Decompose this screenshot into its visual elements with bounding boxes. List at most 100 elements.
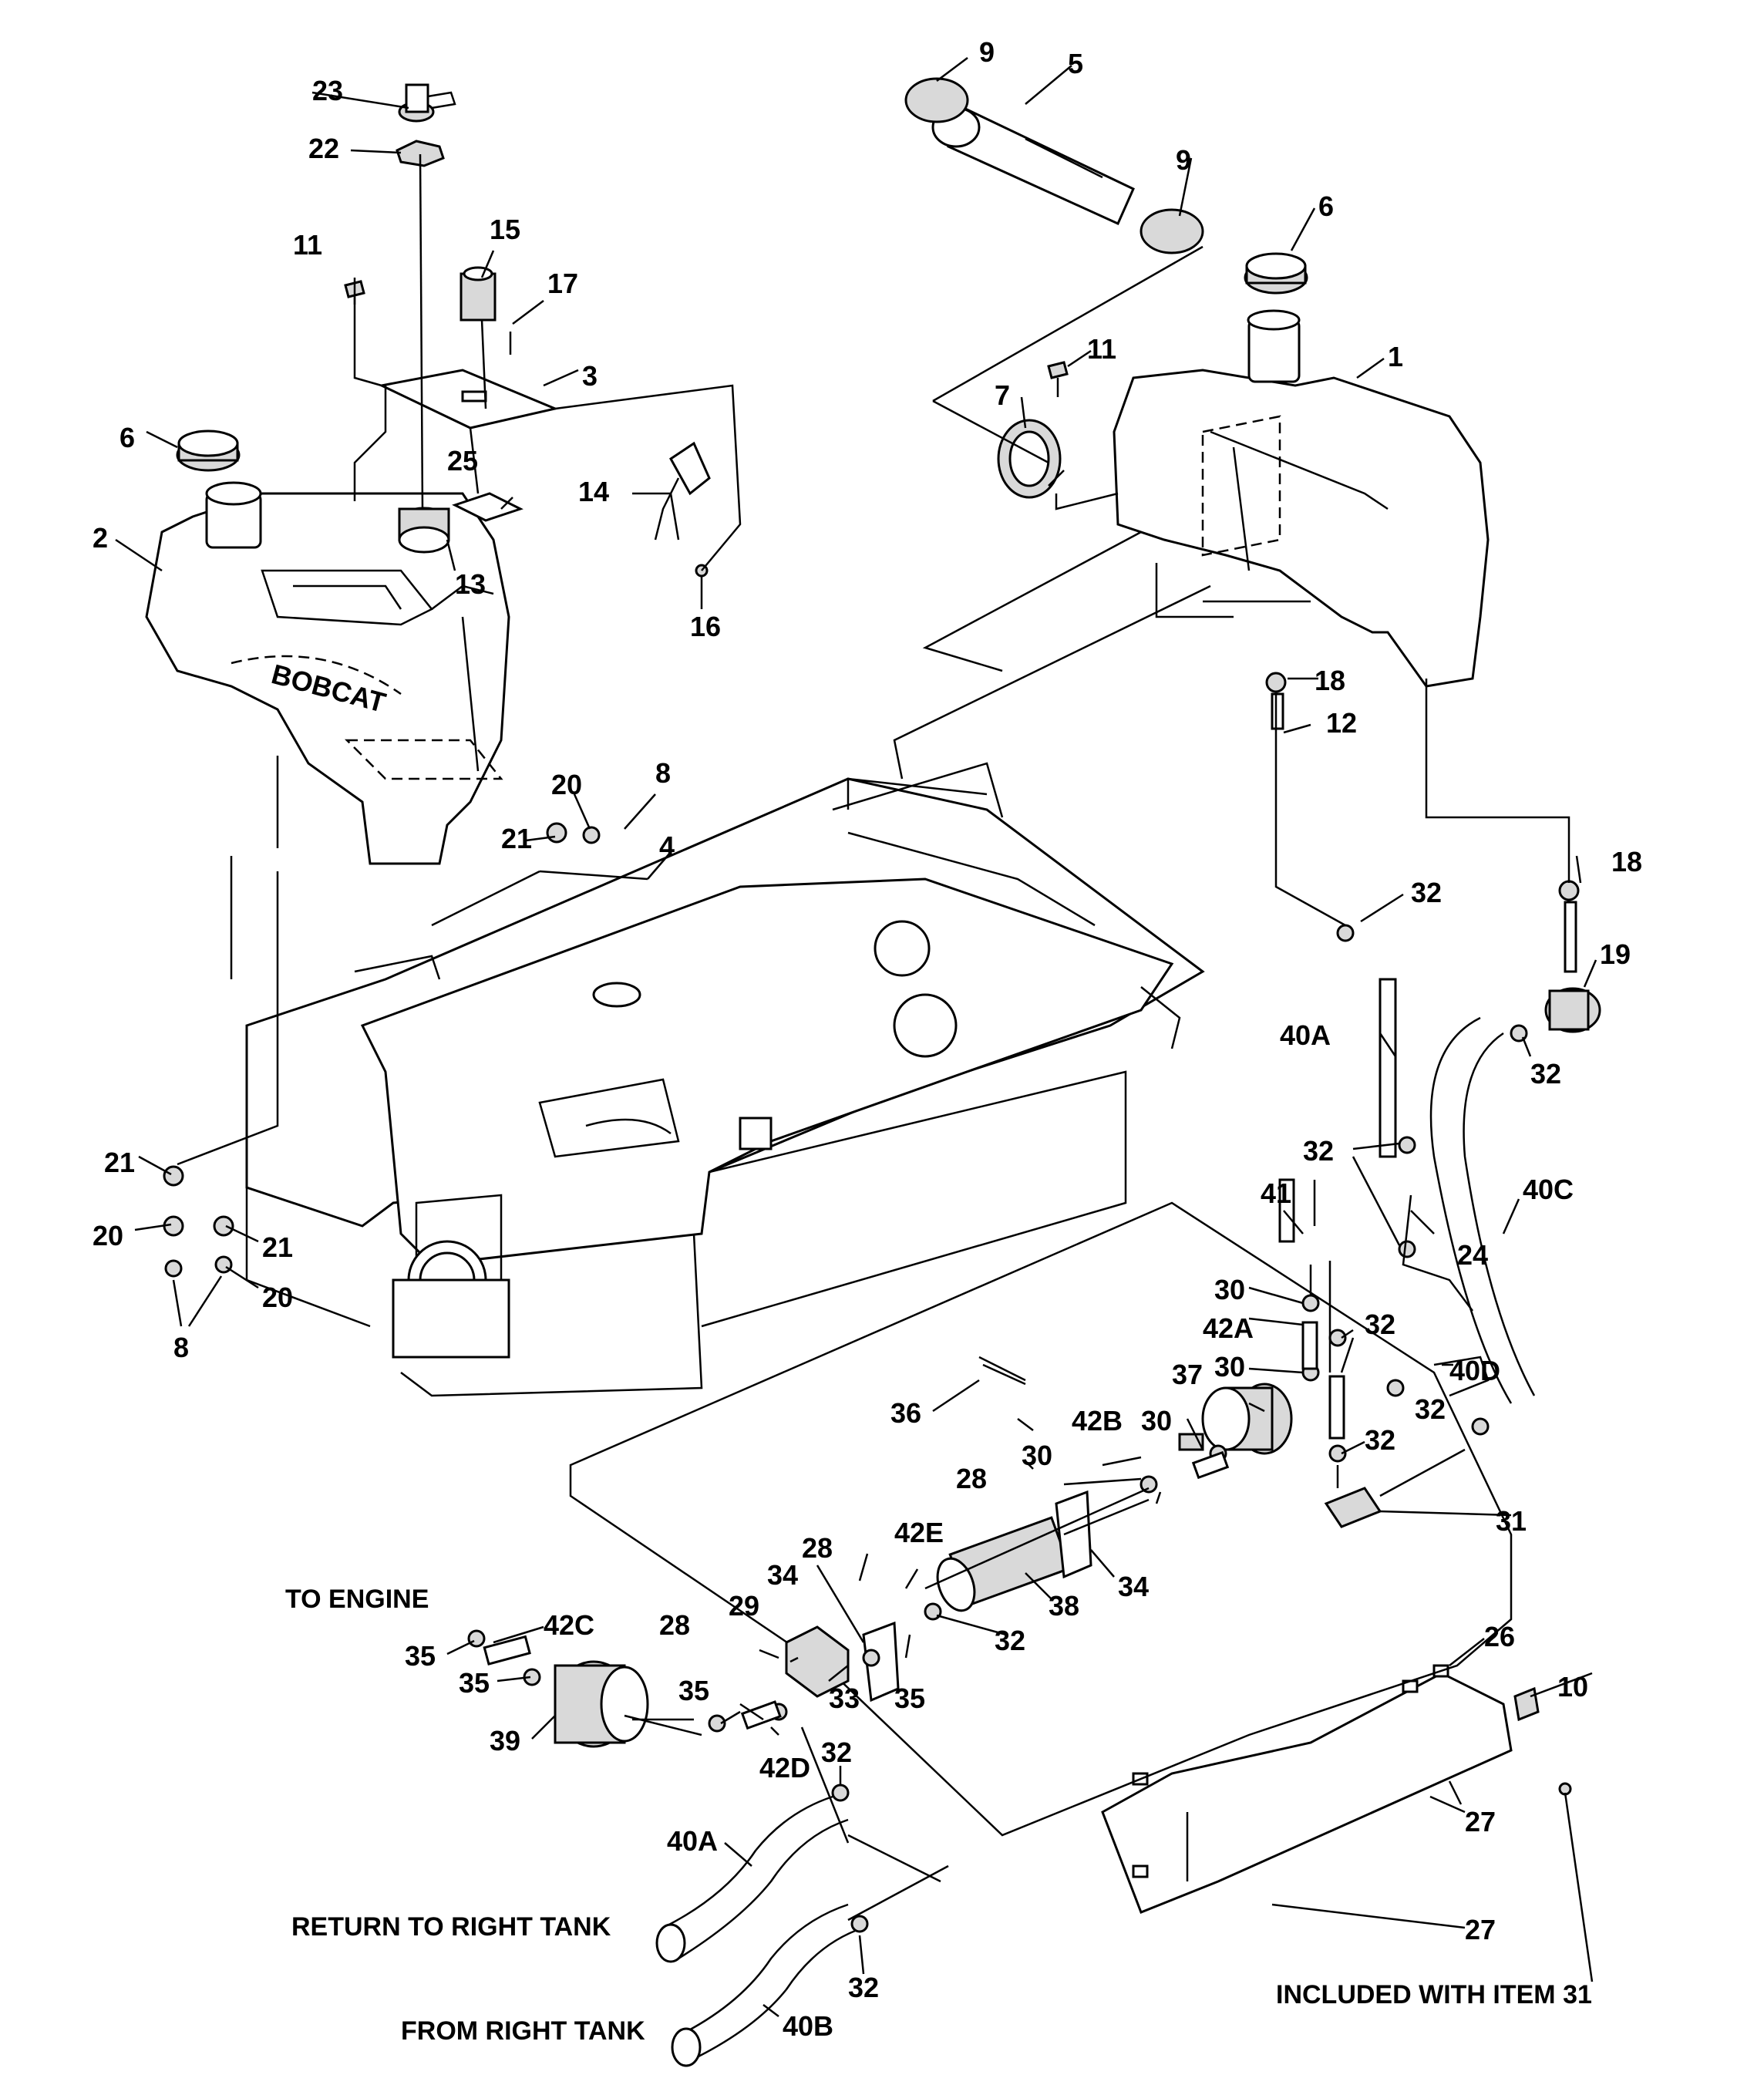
callout-11-left: 11 xyxy=(293,229,322,261)
left-fuel-tank: BOBCAT xyxy=(145,481,510,865)
bolt-icon xyxy=(344,280,1069,397)
callout-7: 7 xyxy=(995,379,1010,411)
callout-32-f: 32 xyxy=(1365,1424,1395,1456)
note-from-right-tank: FROM RIGHT TANK xyxy=(401,2016,645,2046)
callout-21-top: 21 xyxy=(501,823,532,854)
callout-18-right: 18 xyxy=(1611,846,1642,877)
callout-40C: 40C xyxy=(1523,1174,1574,1205)
fuel-pump-38 xyxy=(936,1516,1072,1612)
fuel-plate xyxy=(1101,1664,1513,1914)
clip-icon xyxy=(1513,1686,1572,1796)
left-fuel-cap-icon xyxy=(176,429,241,472)
callout-39: 39 xyxy=(490,1725,520,1757)
main-frame xyxy=(245,762,1205,1397)
hose-clamps xyxy=(163,672,1580,1933)
diagram-notes: TO ENGINE RETURN TO RIGHT TANK FROM RIGH… xyxy=(285,1585,1592,2046)
callout-30-c: 30 xyxy=(1141,1405,1172,1437)
callout-25: 25 xyxy=(447,445,478,477)
callout-32-i: 32 xyxy=(848,1972,879,2003)
callout-30-b: 30 xyxy=(1214,1351,1245,1383)
callout-labels: 1 2 3 4 5 6 6 7 8 8 9 9 10 11 11 12 13 1… xyxy=(93,36,1642,2042)
callout-27-right: 27 xyxy=(1465,1806,1496,1837)
callout-20-top: 20 xyxy=(551,769,582,800)
callout-35-d: 35 xyxy=(678,1675,709,1706)
callout-6-left: 6 xyxy=(120,422,135,453)
callout-21-right: 21 xyxy=(262,1231,293,1263)
callout-8-bottom: 8 xyxy=(173,1332,189,1363)
callout-34-right: 34 xyxy=(1118,1571,1149,1602)
callout-18-top: 18 xyxy=(1315,665,1345,696)
callout-38: 38 xyxy=(1049,1590,1079,1622)
fuel-filter-37 xyxy=(1178,1383,1293,1455)
pump-bracket-34 xyxy=(862,1490,1092,1703)
toggle-switch-icon xyxy=(460,266,497,322)
callout-34-left: 34 xyxy=(767,1559,798,1591)
callout-24: 24 xyxy=(1457,1239,1488,1271)
callout-40D: 40D xyxy=(1449,1355,1500,1386)
callout-4: 4 xyxy=(659,830,675,862)
sight-tube-bracket xyxy=(997,419,1065,499)
callout-32-e: 32 xyxy=(1415,1393,1446,1425)
callout-35-b: 35 xyxy=(405,1640,436,1672)
callout-32-h: 32 xyxy=(821,1736,852,1768)
switch-bezel-icon xyxy=(452,492,523,522)
callout-30-d: 30 xyxy=(1022,1440,1052,1471)
callout-32-d: 32 xyxy=(1365,1309,1395,1340)
switch-panel-plate xyxy=(378,369,559,429)
callout-9-right: 9 xyxy=(1176,144,1191,176)
support-plate xyxy=(569,1201,1513,1837)
callout-6-right: 6 xyxy=(1318,190,1334,222)
callout-40B: 40B xyxy=(783,2010,833,2042)
callout-40A-bottom: 40A xyxy=(667,1825,718,1857)
callout-13: 13 xyxy=(455,568,486,600)
ignition-switch-icon xyxy=(398,507,450,554)
callout-21-left: 21 xyxy=(104,1147,135,1178)
callout-27-bottom: 27 xyxy=(1465,1914,1496,1945)
callout-20-right: 20 xyxy=(262,1282,293,1313)
callout-35-a: 35 xyxy=(894,1682,925,1714)
leader-lines xyxy=(115,57,1597,2017)
callout-3: 3 xyxy=(582,360,598,392)
callout-2: 2 xyxy=(93,522,108,554)
callout-17: 17 xyxy=(547,268,578,299)
callout-28-mid: 28 xyxy=(802,1532,833,1564)
right-fuel-tank xyxy=(1113,309,1490,688)
callout-9-left: 9 xyxy=(979,36,995,68)
callout-5: 5 xyxy=(1068,48,1083,79)
callout-41: 41 xyxy=(1261,1177,1291,1209)
callout-32-b: 32 xyxy=(1530,1058,1561,1090)
callout-12: 12 xyxy=(1326,707,1357,739)
callout-23: 23 xyxy=(312,75,343,106)
callout-35-c: 35 xyxy=(459,1667,490,1699)
fuel-valve-31 xyxy=(1324,1487,1382,1528)
callout-14: 14 xyxy=(578,476,609,507)
shutoff-valve-19 xyxy=(1544,987,1601,1033)
note-to-engine: TO ENGINE xyxy=(285,1585,429,1614)
callout-19: 19 xyxy=(1600,938,1631,970)
ignition-key-icon xyxy=(398,83,456,123)
fuel-hoses xyxy=(655,978,1536,2067)
callout-26: 26 xyxy=(1484,1621,1515,1652)
callout-22: 22 xyxy=(308,133,339,164)
callout-8-top: 8 xyxy=(655,757,671,789)
note-return-to-right-tank: RETURN TO RIGHT TANK xyxy=(291,1912,611,1942)
callout-42E: 42E xyxy=(894,1517,944,1548)
throttle-lever-icon xyxy=(654,441,711,578)
callout-11-right: 11 xyxy=(1087,333,1116,365)
callout-42D: 42D xyxy=(759,1752,810,1784)
callout-36: 36 xyxy=(890,1397,921,1429)
right-fuel-cap-icon xyxy=(1244,252,1308,295)
callout-28-top: 28 xyxy=(956,1463,987,1494)
fuel-tubes xyxy=(483,692,1577,1730)
callout-20-left: 20 xyxy=(93,1220,123,1251)
ignition-nut-icon xyxy=(396,140,445,167)
callout-15: 15 xyxy=(490,214,520,245)
callout-42B: 42B xyxy=(1072,1405,1123,1437)
fuel-filter-39 xyxy=(554,1660,649,1748)
callout-31: 31 xyxy=(1496,1505,1527,1537)
sight-tube xyxy=(904,77,1204,254)
callout-42A: 42A xyxy=(1203,1312,1254,1344)
callout-16: 16 xyxy=(690,611,721,642)
callout-28-left: 28 xyxy=(659,1609,690,1641)
